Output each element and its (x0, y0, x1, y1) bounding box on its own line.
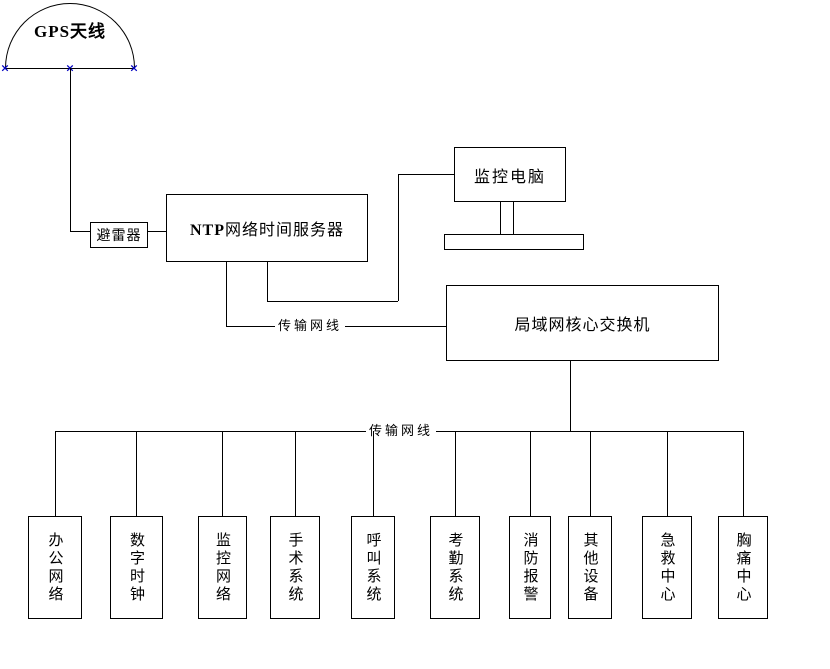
wire-label-bus: 传输网线 (366, 424, 436, 438)
endpoint-label: 办公网络 (46, 531, 63, 604)
endpoint-box-attendance-system: 考勤系统 (430, 516, 480, 619)
core-switch-box: 局域网核心交换机 (446, 285, 719, 361)
drop-wire (295, 431, 296, 516)
monitor-stand-right (513, 202, 514, 235)
monitor-stand-left (500, 202, 501, 235)
wire-ntp-monitor-seg3 (398, 174, 399, 301)
ntp-label-suffix: 网络时间服务器 (224, 222, 344, 239)
drop-wire (136, 431, 137, 516)
wire-ntp-monitor-seg1 (267, 262, 268, 301)
gps-antenna-label: GPS天线 (33, 22, 107, 41)
wire-gps-down (70, 68, 71, 231)
connection-x-marker: × (129, 61, 139, 75)
endpoint-box-chest-pain-center: 胸痛中心 (718, 516, 768, 619)
ntp-server-label: NTP网络时间服务器 (190, 216, 344, 240)
endpoint-label: 急救中心 (658, 531, 675, 604)
drop-wire (590, 431, 591, 516)
wire-label-ntp-switch: 传输网线 (275, 319, 345, 333)
arrester-box: 避雷器 (90, 222, 148, 248)
core-switch-label: 局域网核心交换机 (514, 317, 651, 334)
endpoint-box-surgery-system: 手术系统 (270, 516, 320, 619)
ntp-label-prefix: NTP (189, 222, 225, 239)
wire-ntp-monitor-seg4 (398, 174, 454, 175)
endpoint-box-monitoring-network: 监控网络 (198, 516, 247, 619)
drop-wire (55, 431, 56, 516)
drop-wire (455, 431, 456, 516)
endpoint-box-emergency-center: 急救中心 (642, 516, 692, 619)
endpoint-label: 考勤系统 (446, 531, 463, 604)
endpoint-label: 呼叫系统 (364, 531, 381, 604)
endpoint-label: 监控网络 (214, 531, 230, 604)
drop-wire (530, 431, 531, 516)
endpoint-label: 消防报警 (521, 531, 538, 604)
endpoint-box-fire-alarm: 消防报警 (509, 516, 551, 619)
endpoint-box-office-network: 办公网络 (28, 516, 82, 619)
connection-x-marker: × (0, 61, 10, 75)
endpoint-label: 其他设备 (581, 531, 598, 604)
drop-wire (743, 431, 744, 516)
monitor-pc-label: 监控电脑 (473, 168, 546, 186)
monitor-base (444, 234, 584, 250)
endpoint-label: 数字时钟 (128, 531, 144, 604)
endpoint-label: 胸痛中心 (734, 531, 751, 604)
drop-wire (667, 431, 668, 516)
endpoint-box-digital-clock: 数字时钟 (110, 516, 163, 619)
monitor-pc-box: 监控电脑 (454, 147, 566, 202)
ntp-server-box: NTP网络时间服务器 (166, 194, 368, 262)
arrester-label: 避雷器 (96, 229, 142, 244)
endpoint-box-call-system: 呼叫系统 (351, 516, 395, 619)
wire-ntp-monitor-seg2 (267, 301, 398, 302)
endpoint-box-other-devices: 其他设备 (568, 516, 612, 619)
wire-switch-down (570, 361, 571, 431)
wire-gps-to-arrester (70, 231, 90, 232)
wire-ntp-switch-seg1 (226, 262, 227, 326)
drop-wire (222, 431, 223, 516)
endpoint-label: 手术系统 (286, 531, 303, 604)
drop-wire (373, 431, 374, 516)
wire-arrester-to-ntp (148, 231, 166, 232)
